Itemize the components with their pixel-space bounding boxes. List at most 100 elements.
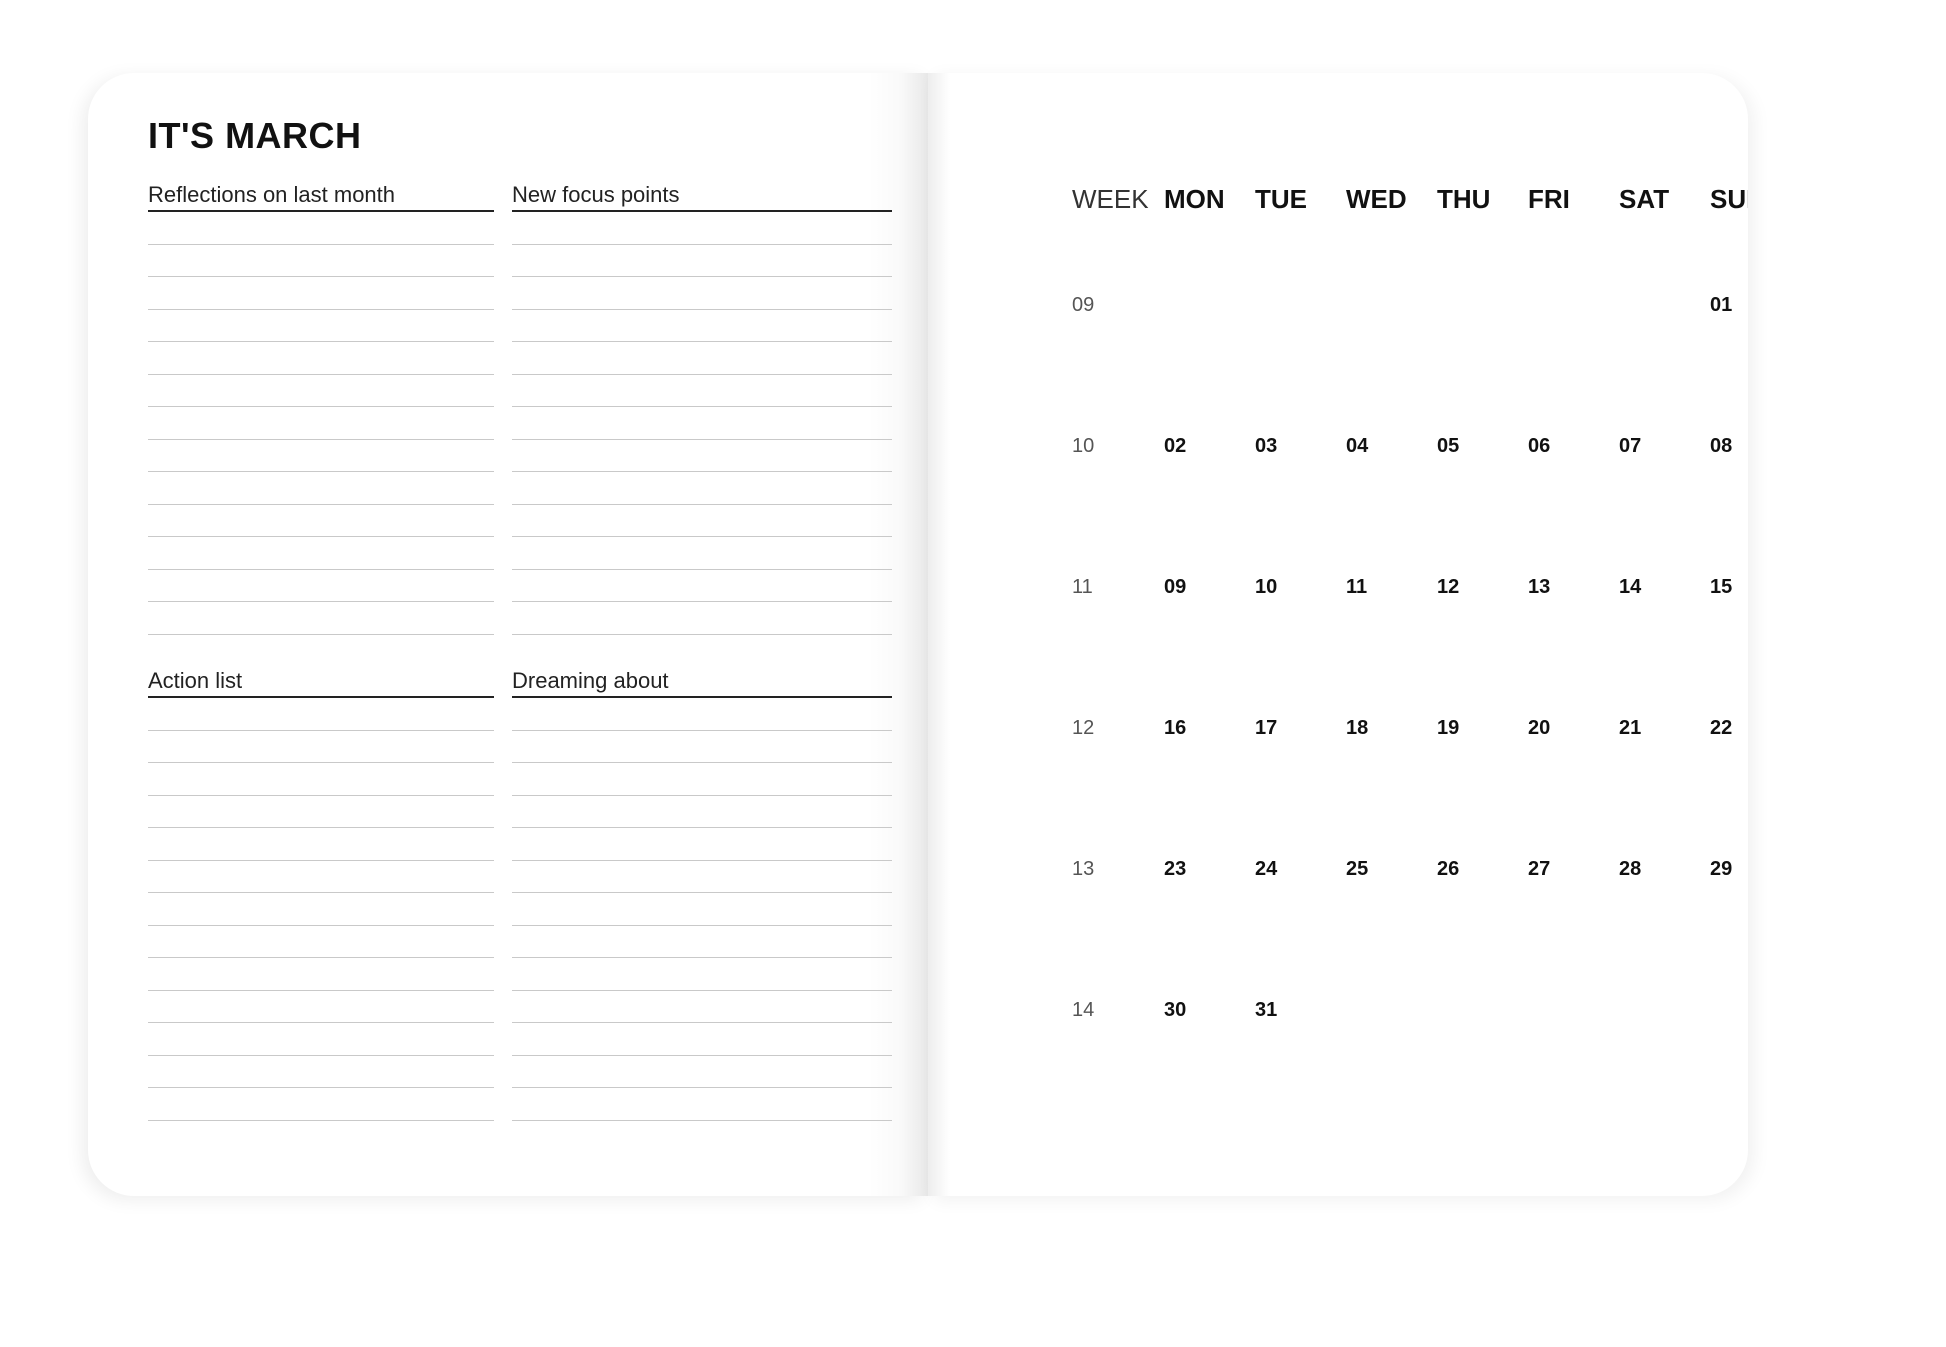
planner-spread: IT'S MARCH Reflections on last month New… [88, 73, 1748, 1196]
writing-line [148, 796, 494, 828]
writing-line [148, 1023, 494, 1056]
section-heading: Reflections on last month [148, 180, 494, 212]
writing-line [512, 407, 892, 440]
calendar-date[interactable]: 23 [1164, 858, 1187, 880]
calendar-date[interactable]: 05 [1437, 435, 1460, 457]
day-header-sun: SUN [1710, 184, 1748, 214]
section-reflections: Reflections on last month [148, 180, 494, 635]
writing-line [148, 342, 494, 375]
week-number: 09 [1072, 294, 1095, 316]
calendar-date[interactable]: 20 [1528, 717, 1551, 739]
writing-line [512, 698, 892, 731]
section-heading: New focus points [512, 180, 892, 212]
week-number: 14 [1072, 999, 1095, 1021]
calendar-date[interactable]: 15 [1710, 576, 1733, 598]
writing-line [148, 277, 494, 310]
section-heading: Dreaming about [512, 666, 892, 698]
writing-line [512, 796, 892, 828]
calendar-date[interactable]: 01 [1710, 294, 1733, 316]
calendar-date[interactable]: 30 [1164, 999, 1187, 1021]
writing-line [512, 472, 892, 505]
writing-line [512, 991, 892, 1023]
writing-lines[interactable] [148, 212, 494, 635]
writing-line [148, 698, 494, 731]
writing-line [148, 602, 494, 635]
day-header-fri: FRI [1528, 184, 1570, 214]
writing-line [512, 1056, 892, 1088]
section-focus-points: New focus points [512, 180, 892, 635]
calendar-date[interactable]: 13 [1528, 576, 1551, 598]
calendar-date[interactable]: 06 [1528, 435, 1551, 457]
section-action-list: Action list [148, 666, 494, 1121]
writing-line [148, 1056, 494, 1088]
writing-line [148, 375, 494, 407]
writing-line [512, 731, 892, 763]
writing-line [148, 310, 494, 342]
writing-line [512, 763, 892, 796]
section-heading: Action list [148, 666, 494, 698]
calendar-date[interactable]: 11 [1346, 576, 1368, 598]
calendar-date[interactable]: 02 [1164, 435, 1187, 457]
calendar-date[interactable]: 27 [1528, 858, 1551, 880]
calendar-date[interactable]: 26 [1437, 858, 1460, 880]
calendar-date[interactable]: 10 [1255, 576, 1278, 598]
calendar-date[interactable]: 19 [1437, 717, 1460, 739]
calendar-date[interactable]: 08 [1710, 435, 1733, 457]
left-page: IT'S MARCH Reflections on last month New… [88, 73, 928, 1196]
writing-line [512, 277, 892, 310]
calendar-date[interactable]: 22 [1710, 717, 1733, 739]
calendar-date[interactable]: 28 [1619, 858, 1642, 880]
day-header-wed: WED [1346, 184, 1407, 214]
writing-line [148, 505, 494, 537]
writing-line [512, 212, 892, 245]
day-header-sat: SAT [1619, 184, 1670, 214]
calendar-date[interactable]: 21 [1619, 717, 1642, 739]
week-number: 13 [1072, 858, 1095, 880]
writing-line [512, 1023, 892, 1056]
day-header-mon: MON [1164, 184, 1225, 214]
calendar-date[interactable]: 09 [1164, 576, 1187, 598]
calendar-date[interactable]: 14 [1619, 576, 1642, 598]
calendar-date[interactable]: 17 [1255, 717, 1278, 739]
writing-line [512, 893, 892, 926]
writing-lines[interactable] [512, 698, 892, 1121]
writing-line [148, 926, 494, 958]
calendar-date[interactable]: 12 [1437, 576, 1460, 598]
writing-line [148, 861, 494, 893]
week-number: 10 [1072, 435, 1095, 457]
writing-line [512, 602, 892, 635]
day-header-thu: THU [1437, 184, 1491, 214]
writing-line [148, 212, 494, 245]
writing-line [512, 861, 892, 893]
writing-line [512, 440, 892, 472]
writing-line [148, 472, 494, 505]
writing-line [512, 245, 892, 277]
week-number: 12 [1072, 717, 1095, 739]
writing-line [512, 505, 892, 537]
writing-line [512, 310, 892, 342]
calendar-date[interactable]: 31 [1255, 999, 1278, 1021]
writing-line [148, 1088, 494, 1121]
week-column-header: WEEK [1072, 184, 1149, 214]
writing-line [148, 893, 494, 926]
calendar-date[interactable]: 03 [1255, 435, 1278, 457]
calendar-date[interactable]: 24 [1255, 858, 1278, 880]
writing-line [148, 828, 494, 861]
calendar-date[interactable]: 16 [1164, 717, 1187, 739]
calendar-date[interactable]: 18 [1346, 717, 1369, 739]
calendar-date[interactable]: 07 [1619, 435, 1642, 457]
page-title: IT'S MARCH [148, 115, 362, 156]
day-header-tue: TUE [1255, 184, 1307, 214]
calendar-date[interactable]: 29 [1710, 858, 1733, 880]
writing-lines[interactable] [148, 698, 494, 1121]
writing-lines[interactable] [512, 212, 892, 635]
calendar-date[interactable]: 04 [1346, 435, 1369, 457]
writing-line [512, 828, 892, 861]
writing-line [148, 958, 494, 991]
writing-line [148, 763, 494, 796]
section-dreaming-about: Dreaming about [512, 666, 892, 1121]
calendar-date[interactable]: 25 [1346, 858, 1369, 880]
right-page: WEEK MON TUE WED THU FRI SAT SUN 09 01 10 0… [928, 73, 1748, 1196]
writing-line [148, 570, 494, 602]
week-number: 11 [1072, 576, 1093, 598]
